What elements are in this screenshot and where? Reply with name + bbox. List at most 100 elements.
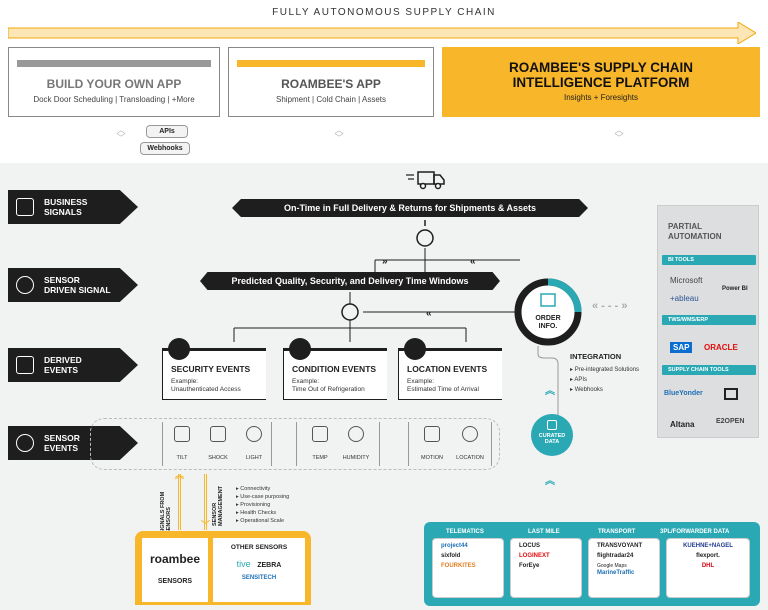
- telematics-card: project44 sixfold FOURKITES: [432, 538, 504, 598]
- tag-supply-chain-tools: SUPPLY CHAIN TOOLS: [662, 365, 756, 375]
- event-title: SECURITY EVENTS: [171, 364, 251, 374]
- logo-zebra: ZEBRA: [257, 562, 282, 569]
- sensor-label: SHOCK: [208, 455, 228, 461]
- integration-item: ▸ Webhooks: [570, 387, 603, 393]
- blume-logo-icon: [724, 388, 738, 400]
- sensor-label: TEMP: [312, 455, 328, 461]
- transport-card: TRANSVOYANT flightradar24 Google Maps Ma…: [588, 538, 660, 598]
- logo-sensitech: SENSITECH: [241, 575, 277, 581]
- tag-bi-tools: BI TOOLS: [662, 255, 756, 265]
- svg-text:»: »: [382, 256, 388, 267]
- management-item: ▸ Connectivity: [236, 486, 271, 492]
- management-item-label: Health Checks: [240, 510, 277, 516]
- logo-altana: Altana: [670, 420, 695, 429]
- curated-line: DATA: [544, 439, 560, 445]
- label-line: DERIVED: [44, 355, 82, 365]
- logo-flightradar: flightradar24: [597, 553, 634, 559]
- location-pin-icon: [404, 338, 426, 360]
- logo-e2open: E2OPEN: [716, 418, 745, 425]
- sensor-location: LOCATION: [453, 422, 487, 464]
- signals-line: [178, 474, 186, 530]
- event-example-label: Example:: [407, 378, 435, 385]
- event-example-label: Example:: [171, 378, 199, 385]
- sensor-group-condition: TEMP HUMIDITY: [296, 422, 380, 466]
- sensors-label: SENSORS: [157, 578, 193, 585]
- platform-subtitle: Insights + Foresights: [563, 93, 639, 102]
- logo-powerbi: Power BI: [722, 286, 748, 292]
- sensor-label: MOTION: [421, 455, 443, 461]
- platform-line1: ROAMBEE'S SUPPLY CHAIN: [509, 60, 693, 75]
- logo-foreye: ForEye: [519, 563, 540, 569]
- sensor-tilt: TILT: [165, 422, 199, 464]
- sensor-group-security: TILT SHOCK LIGHT: [162, 422, 272, 466]
- label-line: EVENTS: [44, 365, 79, 375]
- autonomy-arrow: [8, 22, 756, 44]
- sensor-shock: SHOCK: [201, 422, 235, 464]
- svg-text:«: «: [470, 256, 476, 267]
- curated-connector: [537, 346, 559, 426]
- gear-icon: [289, 338, 311, 360]
- roambee-app-title: ROAMBEE'S APP: [281, 77, 381, 91]
- header-transport: TRANSPORT: [598, 529, 636, 535]
- flow-connectors: » « «: [233, 220, 520, 342]
- build-own-subtitle: Dock Door Scheduling | Transloading | +M…: [33, 95, 195, 104]
- location-events-card: LOCATION EVENTS Example:Estimated Time o…: [398, 348, 502, 400]
- management-item: ▸ Provisioning: [236, 502, 271, 508]
- bidirectional-arrow-icon: « - - - »: [592, 300, 628, 312]
- roambee-logo: roambee: [149, 552, 201, 566]
- chevron-up-icon: ︽: [545, 476, 555, 487]
- logo-flexport: flexport.: [696, 553, 720, 559]
- order-line: ORDER: [535, 315, 561, 322]
- event-example-label: Example:: [292, 378, 320, 385]
- condition-events-card: CONDITION EVENTS Example:Time Out of Ref…: [283, 348, 387, 400]
- label-line: EVENTS: [44, 443, 79, 453]
- logo-tive: tive: [236, 559, 251, 569]
- chevron-up-down-icon: ︿﹀: [334, 125, 344, 143]
- event-title: LOCATION EVENTS: [407, 364, 488, 374]
- management-item-label: Connectivity: [240, 486, 271, 492]
- management-item: ▸ Health Checks: [236, 510, 277, 516]
- database-icon: [547, 420, 557, 430]
- sensor-banner: Predicted Quality, Security, and Deliver…: [200, 272, 500, 290]
- order-info-ring: [514, 278, 582, 346]
- logo-blueyonder: BlueYonder: [664, 390, 703, 397]
- logo-dhl: DHL: [701, 563, 715, 569]
- logo-google-maps: Google Maps: [597, 563, 627, 569]
- header-forwarder: 3PL/FORWARDER DATA: [660, 529, 730, 535]
- label-line: SIGNALS: [44, 207, 82, 217]
- logo-marinetraffic: MarineTraffic: [597, 570, 635, 576]
- delivery-truck-icon: [406, 171, 445, 190]
- integration-item-label: Pre-integrated Solutions: [574, 367, 640, 373]
- integration-item-label: APIs: [574, 377, 588, 383]
- management-item: ▸ Operational Scale: [236, 518, 285, 524]
- thermometer-icon: [312, 426, 328, 442]
- other-sensors-title: OTHER SENSORS: [230, 544, 288, 551]
- label-line: BUSINESS: [44, 197, 88, 207]
- webhooks-pill: Webhooks: [140, 142, 190, 155]
- management-item-label: Use-case purposing: [240, 494, 290, 500]
- sensor-temp: TEMP: [303, 422, 337, 464]
- logo-sixfold: sixfold: [441, 553, 461, 559]
- order-line: INFO.: [538, 323, 558, 330]
- build-own-title: BUILD YOUR OWN APP: [46, 77, 182, 91]
- sensor-group-location: MOTION LOCATION: [408, 422, 492, 466]
- roambee-sensor-card: roambee SENSORS: [142, 538, 208, 602]
- grey-bar: [17, 60, 211, 67]
- sensor-management-label: SENSOR MANAGEMENT: [212, 485, 224, 526]
- sensor-motion: MOTION: [415, 422, 449, 464]
- logo-locus: LOCUS: [519, 543, 540, 549]
- logo-transvoyant: TRANSVOYANT: [597, 543, 643, 549]
- motion-icon: [424, 426, 440, 442]
- sensor-humidity: HUMIDITY: [339, 422, 373, 464]
- logo-oracle: ORACLE: [704, 343, 738, 352]
- label-line: DRIVEN SIGNAL: [44, 285, 111, 295]
- top-title: FULLY AUTONOMOUS SUPPLY CHAIN: [272, 7, 496, 18]
- header-telematics: TELEMATICS: [446, 529, 484, 535]
- location-pin-icon: [462, 426, 478, 442]
